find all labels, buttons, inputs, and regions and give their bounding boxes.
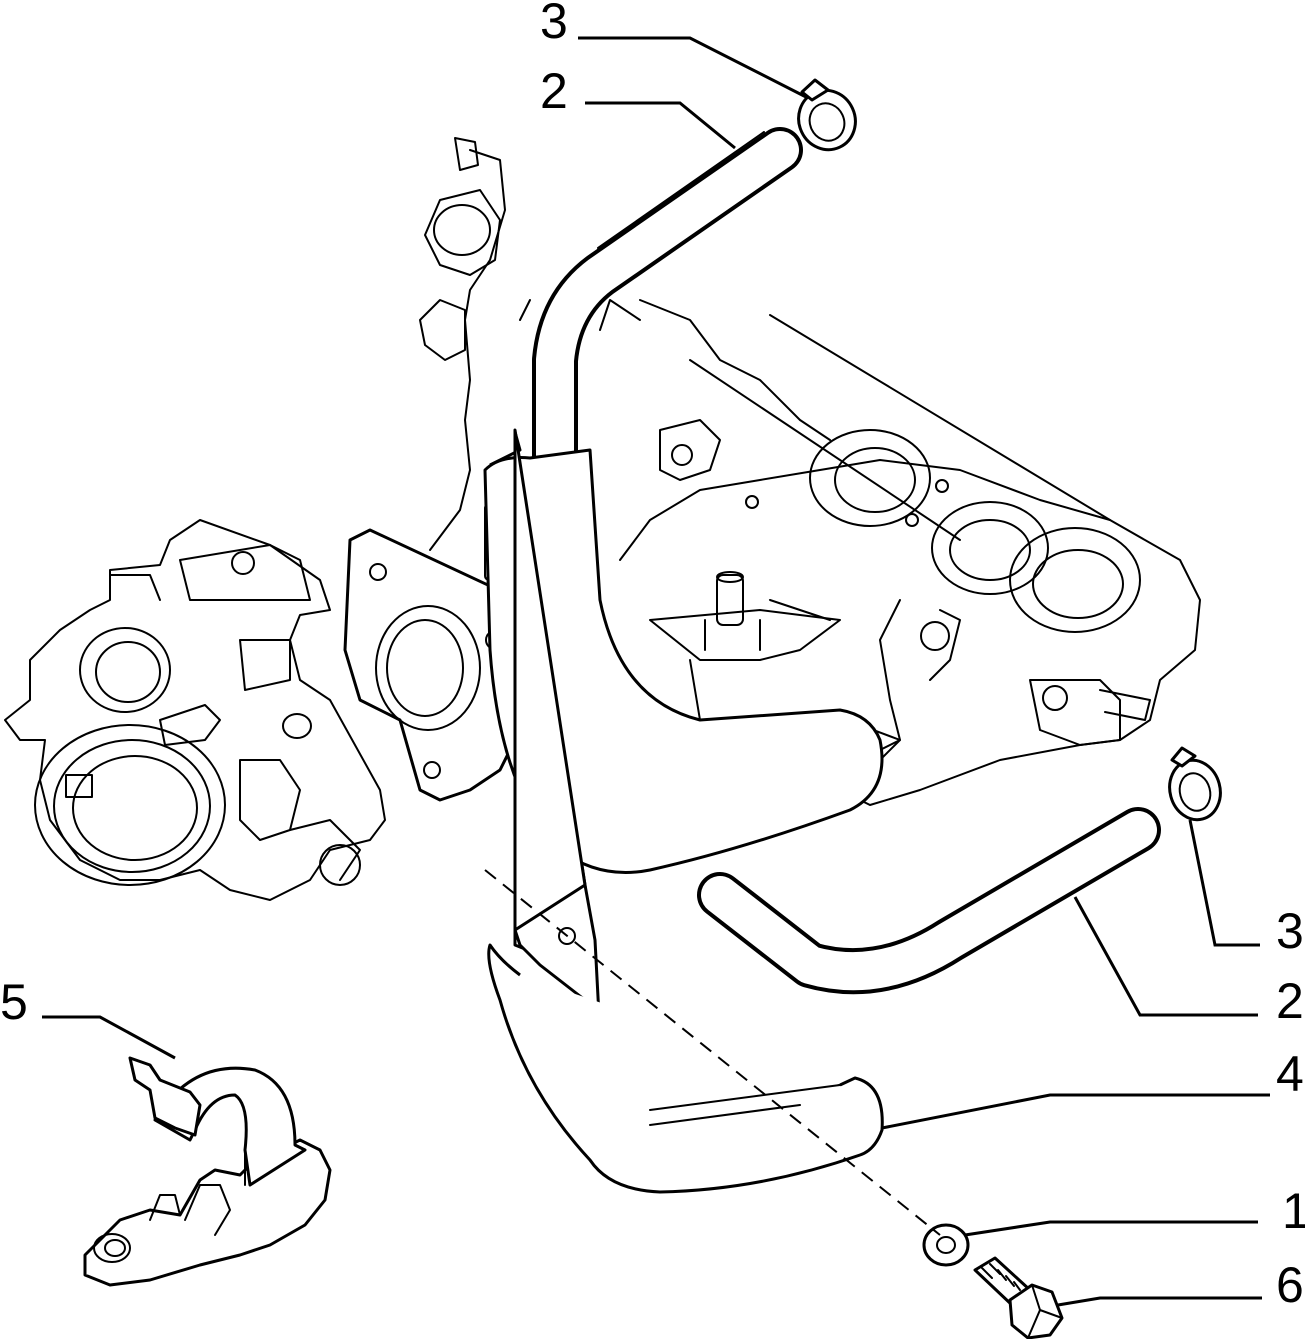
intake-manifold — [419, 137, 1201, 806]
callout-2-right: 2 — [1276, 973, 1304, 1029]
assembly-axis-line — [484, 869, 941, 1236]
coolant-hose-lower — [697, 807, 1161, 995]
callout-2-top: 2 — [540, 63, 568, 119]
manifold-port — [809, 429, 931, 527]
callout-3-top: 3 — [540, 0, 568, 49]
throttle-body — [4, 519, 386, 901]
hose-clamp-upper — [797, 78, 857, 152]
leader-lines — [42, 36, 1270, 1307]
callout-4: 4 — [1276, 1046, 1304, 1102]
callout-5: 5 — [0, 974, 28, 1030]
bolt — [973, 1256, 1064, 1339]
coolant-hose-upper — [532, 127, 803, 493]
washer — [922, 1223, 970, 1267]
heat-shield — [483, 428, 884, 1194]
manifold-port — [1009, 527, 1141, 633]
callout-6: 6 — [1276, 1257, 1304, 1313]
manifold-port — [931, 501, 1049, 595]
hose-clamp-lower — [1168, 746, 1222, 822]
pipe-clip — [83, 1056, 332, 1287]
callout-1: 1 — [1282, 1183, 1305, 1239]
callout-3-right: 3 — [1276, 903, 1304, 959]
